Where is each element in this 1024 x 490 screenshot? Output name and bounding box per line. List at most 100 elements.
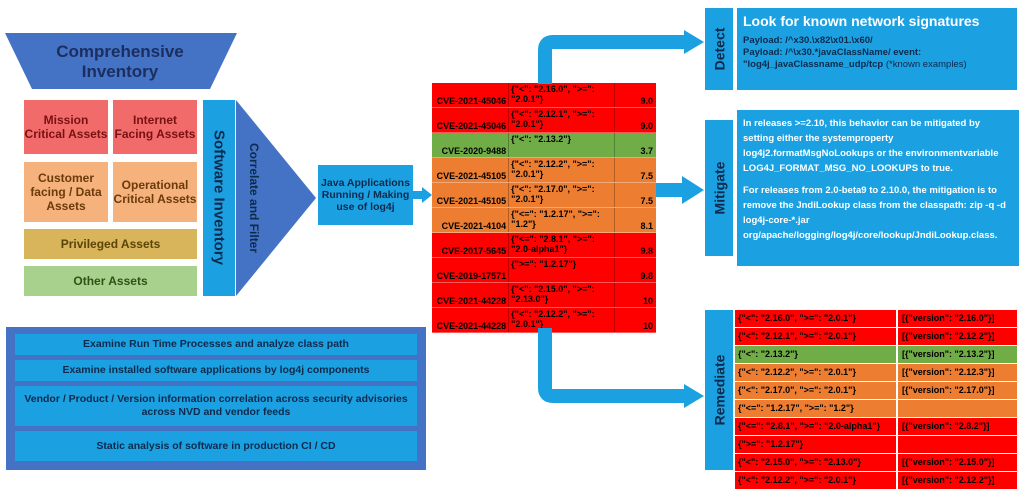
asset-internet-facing: Internet Facing Assets [113,100,197,154]
cve-score: 9.8 [640,271,653,281]
arrow-to-detect [538,30,704,84]
asset-operational-critical: Operational Critical Assets [113,162,197,222]
cve-score: 3.7 [640,146,653,156]
cve-score: 7.5 [640,196,653,206]
cve-version-range: {"<": "2.12.2", ">=": "2.0.1"} [508,158,615,182]
remediate-row: {"<": "2.16.0", ">=": "2.0.1"}[{"version… [735,310,1017,327]
remediate-table: {"<": "2.16.0", ">=": "2.0.1"}[{"version… [735,310,1017,490]
remediate-fix-version: [{"version": "2.12.2"}] [901,331,995,341]
remediate-fix-version: [{"version": "2.15.0"}] [901,457,995,467]
remediate-fix-version: [{"version": "2.16.0"}] [901,313,995,323]
cve-score: 9.0 [640,121,653,131]
remediate-range: {"<": "2.15.0", ">=": "2.13.0"} [735,454,898,471]
cve-score: 9.8 [640,246,653,256]
detect-payload-2-text: Payload: /^\x30.*javaClassName/ event: "… [743,47,922,70]
cve-id: CVE-2021-45046 [436,96,507,106]
cve-version-range: {"<": "2.15.0", ">=": "2.13.0"} [508,283,615,307]
remediate-fix-version [898,400,1017,417]
remediate-label-box: Remediate [705,310,733,470]
remediate-row: {"<": "2.15.0", ">=": "2.13.0"}[{"versio… [735,454,1017,471]
remediate-range: {"<": "2.12.1", ">=": "2.0.1"} [735,328,898,345]
cve-row: CVE-2021-45105{"<": "2.12.2", ">=": "2.0… [432,158,656,183]
asset-other: Other Assets [24,266,197,296]
arrow-to-cve [413,187,432,203]
flow-arrows [413,30,704,408]
detect-payload-1: Payload: /^x30.\x82\x01.\x60/ [743,35,873,46]
cve-version-range: {"<": "2.12.2", ">=": "2.0.1"} [508,308,615,332]
tasks-panel: Examine Run Time Processes and analyze c… [6,327,426,470]
java-applications-box: Java Applications Running / Making use o… [318,165,413,225]
mitigate-paragraph-1: In releases >=2.10, this behavior can be… [743,118,999,174]
cve-id: CVE-2020-9488 [441,146,507,156]
remediate-range: {"<": "2.13.2"} [735,346,898,363]
cve-table: CVE-2021-45046{"<": "2.16.0", ">=": "2.0… [432,83,656,333]
asset-mission-critical: Mission Critical Assets [24,100,108,154]
detect-box: Look for known network signatures Payloa… [737,8,1017,90]
cve-row: CVE-2020-9488{"<": "2.13.2"} 3.7 [432,133,656,158]
software-inventory-label-wrap: Software Inventory [203,100,235,296]
cve-id: CVE-2017-5645 [441,246,507,256]
cve-version-range: {"<": "2.13.2"} [508,133,615,157]
remediate-fix-version: [{"version": "2.12.3"}] [901,367,995,377]
cve-id: CVE-2021-44228 [436,321,507,331]
remediate-row: {"<": "2.12.2", ">=": "2.0.1"}[{"version… [735,364,1017,381]
remediate-row: {">=": "1.2.17"} [735,436,1017,453]
cve-score: 9.0 [640,96,653,106]
task-runtime-processes: Examine Run Time Processes and analyze c… [15,334,417,355]
remediate-row: {"<": "2.13.2"}[{"version": "2.13.2"}] [735,346,1017,363]
cve-row: CVE-2021-45046{"<": "2.16.0", ">=": "2.0… [432,83,656,108]
remediate-fix-version: [{"version": "2.17.0"}] [901,385,995,395]
arrow-to-remediate [538,328,704,408]
remediate-label: Remediate [711,354,727,426]
remediate-row: {"<=": "1.2.17", ">=": "1.2"} [735,400,1017,417]
mitigate-label-box: Mitigate [705,120,733,256]
cve-version-range: {">=": "1.2.17"} [508,258,615,282]
cve-version-range: {"<": "2.17.0", ">=": "2.0.1"} [508,183,615,207]
cve-row: CVE-2021-45046{"<": "2.12.1", ">=": "2.0… [432,108,656,133]
detect-title: Look for known network signatures [743,13,980,29]
remediate-range: {"<=": "2.8.1", ">=": "2.0-alpha1"} [735,418,898,435]
remediate-fix-version: [{"version": "2.13.2"}] [901,349,995,359]
arrow-to-mitigate [656,176,704,204]
cve-row: CVE-2017-5645{"<=": "2.8.1", ">=": "2.0-… [432,233,656,258]
remediate-range: {"<": "2.12.2", ">=": "2.0.1"} [735,364,898,381]
software-inventory-bar [203,100,235,296]
task-installed-software: Examine installed software applications … [15,360,417,381]
cve-score: 10 [642,296,653,306]
correlate-filter-label: Correlate and Filter [247,142,261,254]
cve-version-range: {"<=": "2.8.1", ">=": "2.0-alpha1"} [508,233,615,257]
cve-score: 8.1 [640,221,653,231]
software-inventory-label: Software Inventory [210,130,228,266]
cve-id: CVE-2021-4104 [441,221,507,231]
cve-version-range: {"<": "2.16.0", ">=": "2.0.1"} [508,83,615,107]
cve-id: CVE-2021-44228 [436,296,507,306]
cve-id: CVE-2021-45046 [436,121,507,131]
asset-privileged: Privileged Assets [24,229,197,259]
mitigate-box: In releases >=2.10, this behavior can be… [737,110,1019,266]
cve-score: 10 [642,321,653,331]
remediate-row: {"<=": "2.8.1", ">=": "2.0-alpha1"}[{"ve… [735,418,1017,435]
filter-funnel-shape [236,100,316,296]
mitigate-label: Mitigate [711,161,728,215]
cve-row: CVE-2021-44228{"<": "2.15.0", ">=": "2.1… [432,283,656,308]
inventory-title: Comprehensive Inventory [56,42,184,81]
cve-row: CVE-2021-45105{"<": "2.17.0", ">=": "2.0… [432,183,656,208]
correlate-filter-label-wrap: Correlate and Filter [236,110,272,286]
detect-label: Detect [711,27,728,71]
detect-payload-2: Payload: /^\x30.*javaClassName/ event: "… [743,47,1011,71]
remediate-range: {">=": "1.2.17"} [735,436,898,453]
remediate-range: {"<": "2.17.0", ">=": "2.0.1"} [735,382,898,399]
cve-version-range: {"<=": "1.2.17", ">=": "1.2"} [508,208,615,232]
inventory-funnel-shape [5,33,237,89]
cve-row: CVE-2021-4104{"<=": "1.2.17", ">=": "1.2… [432,208,656,233]
remediate-row: {"<": "2.12.1", ">=": "2.0.1"}[{"version… [735,328,1017,345]
task-static-analysis: Static analysis of software in productio… [15,431,417,461]
cve-id: CVE-2021-45105 [436,171,507,181]
cve-version-range: {"<": "2.12.1", ">=": "2.0.1"} [508,108,615,132]
remediate-range: {"<": "2.16.0", ">=": "2.0.1"} [735,310,898,327]
remediate-range: {"<=": "1.2.17", ">=": "1.2"} [735,400,898,417]
detect-label-box: Detect [705,8,733,90]
mitigate-paragraph-2: For releases from 2.0-beta9 to 2.10.0, t… [743,185,1006,241]
asset-customer-facing: Customer facing / Data Assets [24,162,108,222]
remediate-fix-version [898,436,1017,453]
